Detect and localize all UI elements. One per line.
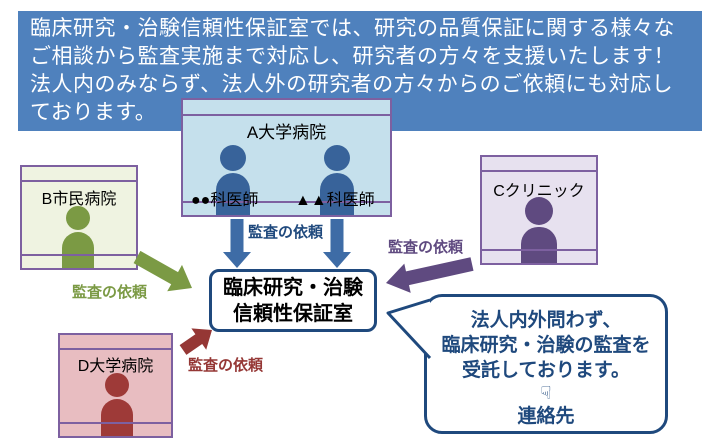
banner-line: 臨床研究・治験信頼性保証室では、研究の品質保証に関する様々な [30, 17, 675, 40]
hospital-b-box: B市民病院 [20, 165, 138, 270]
doctor-icon [521, 197, 557, 263]
audit-request-label-green: 監査の依頼 [72, 284, 148, 301]
audit-request-label-purple: 監査の依頼 [388, 239, 464, 256]
office-box-line1: 臨床研究・治験 [223, 277, 363, 299]
audit-arrow-blue-right [323, 219, 351, 268]
window-bottom-strip [60, 422, 171, 436]
banner-line: ご相談から監査実施まで対応し、研究者の方々を支援いたします！ [30, 45, 675, 68]
doctor-right-label: ▲▲科医師 [295, 192, 375, 209]
clinical-research-office-box: 臨床研究・治験 信頼性保証室 [209, 269, 377, 332]
audit-arrow-red [179, 328, 212, 355]
doctor-icon [101, 373, 133, 436]
hospital-a-box: A大学病院 ●●科医師 ▲▲科医師 [181, 98, 392, 217]
hospital-a-name: A大学病院 [246, 123, 327, 142]
window-bottom-strip [482, 249, 596, 263]
bubble-line: 法人内外問わず、 [470, 310, 622, 331]
audit-request-label-blue: 監査の依頼 [248, 224, 324, 241]
contact-link[interactable]: 連絡先 [517, 406, 575, 427]
banner-line: 法人内のみならず、法人外の研究者の方々からのご依頼にも対応し [30, 73, 674, 96]
clinic-c-name: Cクリニック [493, 183, 585, 200]
hospital-d-box: D大学病院 [58, 333, 173, 438]
window-top-strip [482, 157, 596, 172]
doctor-icon [320, 145, 354, 215]
doctor-left-label: ●●科医師 [191, 192, 259, 209]
speech-bubble: 法人内外問わず、 臨床研究・治験の監査を 受託しております。 ☟ 連絡先 [424, 294, 668, 434]
window-top-strip [183, 100, 390, 116]
pointing-down-hand-icon: ☟ [540, 383, 552, 403]
clinic-c-box: Cクリニック [480, 155, 598, 265]
banner-line: ております。 [30, 101, 157, 124]
audit-arrow-blue-left [223, 219, 251, 268]
window-top-strip [22, 167, 136, 182]
office-box-line2: 信頼性保証室 [233, 303, 353, 325]
hospital-b-name: B市民病院 [41, 191, 117, 208]
bubble-line: 受託しております。 [462, 360, 630, 381]
doctor-icon [216, 145, 250, 215]
doctor-icon [62, 206, 94, 268]
audit-request-label-red: 監査の依頼 [188, 357, 264, 374]
hospital-d-name: D大学病院 [77, 358, 154, 375]
bubble-line: 臨床研究・治験の監査を [441, 335, 651, 356]
audit-arrow-purple [386, 257, 474, 293]
speech-bubble-tail [386, 298, 432, 360]
window-top-strip [60, 335, 171, 350]
window-bottom-strip [22, 254, 136, 268]
window-bottom-strip [183, 201, 390, 215]
